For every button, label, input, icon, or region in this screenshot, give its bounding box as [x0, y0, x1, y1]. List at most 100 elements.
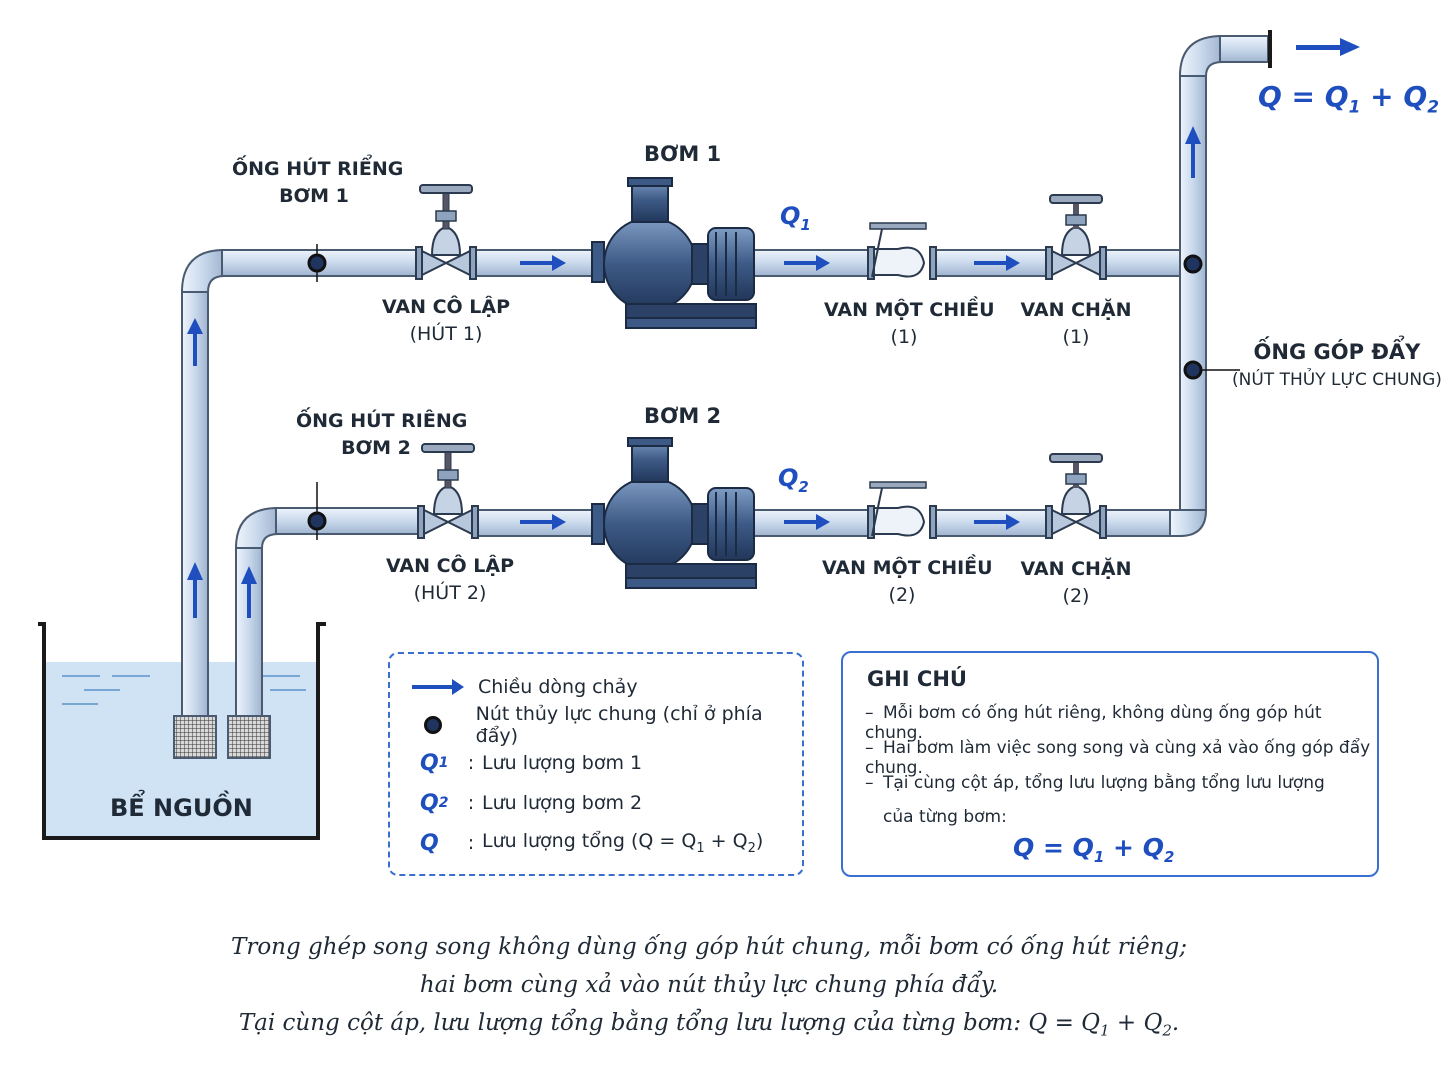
formula-part: + [1104, 833, 1143, 862]
text-part: ) [755, 830, 764, 853]
q-symbol: Q [780, 202, 801, 230]
discharge-header-label: ỐNG GÓP ĐẨY (NÚT THỦY LỰC CHUNG) [1232, 340, 1442, 390]
node-icon [307, 253, 327, 273]
tank-label: BỂ NGUỒN [110, 794, 253, 822]
gate-valve-1 [1045, 194, 1107, 280]
flow-arrow-icon [1296, 38, 1360, 56]
legend: Chiều dòng chảy Nút thủy lực chung (chỉ … [388, 652, 804, 876]
isolation-valve-2-label: VAN CÔ LẬP (HÚT 2) [380, 553, 520, 607]
formula-part: = [1034, 833, 1073, 862]
q-symbol: Q [420, 750, 439, 776]
separator: : [467, 752, 475, 774]
note-item-continued: của từng bơm: [883, 807, 1007, 827]
suction-2-line2: BƠM 2 [341, 437, 411, 459]
discharge-header [1169, 30, 1272, 537]
flow-arrow-icon [784, 514, 830, 530]
pump-1 [591, 177, 757, 329]
formula-sub: 1 [1348, 97, 1361, 118]
valve-name: VAN MỘT CHIỀU [824, 299, 995, 321]
suction-pipe-1-label: ỐNG HÚT RIỂNG BƠM 1 [232, 156, 403, 210]
note-text: Mỗi bơm có ống hút riêng, không dùng ống… [865, 703, 1322, 743]
discharge-line-1 [473, 249, 1195, 277]
valve-sub: (2) [888, 584, 916, 606]
legend-q1-label: Lưu lượng bơm 1 [482, 752, 643, 774]
legend-q-row: Q : Lưu lượng tổng (Q = Q1 + Q2) [390, 828, 763, 858]
pump-2 [591, 437, 757, 589]
legend-flow-label: Chiều dòng chảy [478, 676, 638, 698]
valve-sub: (2) [1062, 585, 1090, 607]
separator: : [467, 832, 475, 854]
valve-sub: (HÚT 1) [409, 323, 483, 345]
text-part: Lưu lượng tổng (Q = Q [482, 830, 697, 853]
node-icon [1183, 254, 1203, 274]
flow-arrow-icon [241, 566, 257, 618]
caption-part: Tại cùng cột áp, lưu lượng tổng bằng tổn… [238, 1010, 1101, 1036]
separator: : [467, 792, 475, 814]
formula-part: Q [1403, 80, 1428, 113]
formula-sub: 1 [1093, 848, 1105, 866]
formula-part: + [1360, 80, 1404, 113]
valve-sub: (1) [890, 326, 918, 348]
legend-q-label: Lưu lượng tổng (Q = Q1 + Q2) [482, 830, 763, 856]
note-item: –Hai bơm làm việc song song và cùng xả v… [865, 738, 1377, 778]
flow-arrow-icon [412, 679, 464, 695]
caption-part: . [1171, 1010, 1180, 1036]
check-valve-2 [867, 481, 937, 539]
node-icon [423, 716, 442, 734]
flow-arrows [187, 38, 1360, 618]
q-symbol: Q [420, 790, 439, 816]
caption-line: Trong ghép song song không dùng ống góp … [230, 934, 1188, 960]
gate-valve-1-label: VAN CHẶN (1) [1016, 297, 1136, 351]
hydraulic-nodes [307, 244, 1240, 540]
check-valve-1-label: VAN MỘT CHIỀU (1) [824, 297, 995, 351]
valve-name: VAN CÔ LẬP [381, 296, 511, 318]
formula-part: Q [1324, 80, 1349, 113]
legend-node-label: Nút thủy lực chung (chỉ ở phía đẩy) [475, 703, 763, 747]
suction-1-line2: BƠM 1 [279, 185, 349, 207]
node-icon [307, 511, 327, 531]
formula-part: Q [1072, 833, 1094, 862]
suction-pipe-2-label: ỐNG HÚT RIÊNG BƠM 2 [296, 408, 468, 462]
dash: – [865, 738, 874, 758]
valve-name: VAN CHẶN [1020, 558, 1132, 580]
isolation-valve-1-label: VAN CÔ LẬP (HÚT 1) [376, 294, 516, 348]
note-formula: Q = Q1 + Q2 [1013, 833, 1174, 866]
note-text: Hai bơm làm việc song song và cùng xả và… [865, 738, 1371, 778]
legend-q2-label: Lưu lượng bơm 2 [482, 792, 643, 814]
flow-arrow-icon [187, 562, 203, 618]
suction-2-line1: ỐNG HÚT RIÊNG [296, 410, 468, 432]
q-symbol: Q [778, 464, 799, 492]
isolation-valve-2 [417, 443, 479, 539]
q-subscript: 1 [438, 755, 449, 771]
caption-sub: 1 [1100, 1021, 1110, 1040]
flow-arrow-icon [1185, 126, 1201, 178]
pump-2-title: BƠM 2 [644, 404, 722, 428]
formula-part: = [1281, 80, 1325, 113]
flow-arrow-icon [784, 255, 830, 271]
caption-line: Tại cùng cột áp, lưu lượng tổng bằng tổn… [0, 1004, 1418, 1050]
flow-arrow-icon [974, 255, 1020, 271]
valve-sub: (1) [1062, 326, 1090, 348]
formula-part: Q [1258, 80, 1282, 113]
caption: Trong ghép song song không dùng ống góp … [0, 928, 1418, 1050]
text-part: + Q [704, 830, 748, 853]
note-text: Tại cùng cột áp, tổng lưu lượng bằng tổn… [883, 773, 1325, 793]
formula-sub: 2 [1163, 848, 1175, 866]
dash: – [865, 773, 874, 793]
note-item: –Mỗi bơm có ống hút riêng, không dùng ốn… [865, 703, 1377, 743]
formula-sub: 2 [1427, 97, 1440, 118]
caption-line: hai bơm cùng xả vào nút thủy lực chung p… [419, 972, 999, 998]
caption-sub: 2 [1162, 1021, 1172, 1040]
formula-part: Q [1013, 833, 1035, 862]
q-subscript: 1 [800, 215, 811, 234]
pump-1-title: BƠM 1 [644, 142, 722, 166]
flow-arrow-icon [974, 514, 1020, 530]
gate-valve-2-label: VAN CHẶN (2) [1016, 556, 1136, 610]
note-item: –Tại cùng cột áp, tổng lưu lượng bằng tổ… [865, 773, 1325, 793]
valve-name: VAN CÔ LẬP [385, 555, 515, 577]
valve-sub: (HÚT 2) [413, 582, 487, 604]
total-flow-formula: Q = Q1 + Q2 [1258, 80, 1439, 118]
